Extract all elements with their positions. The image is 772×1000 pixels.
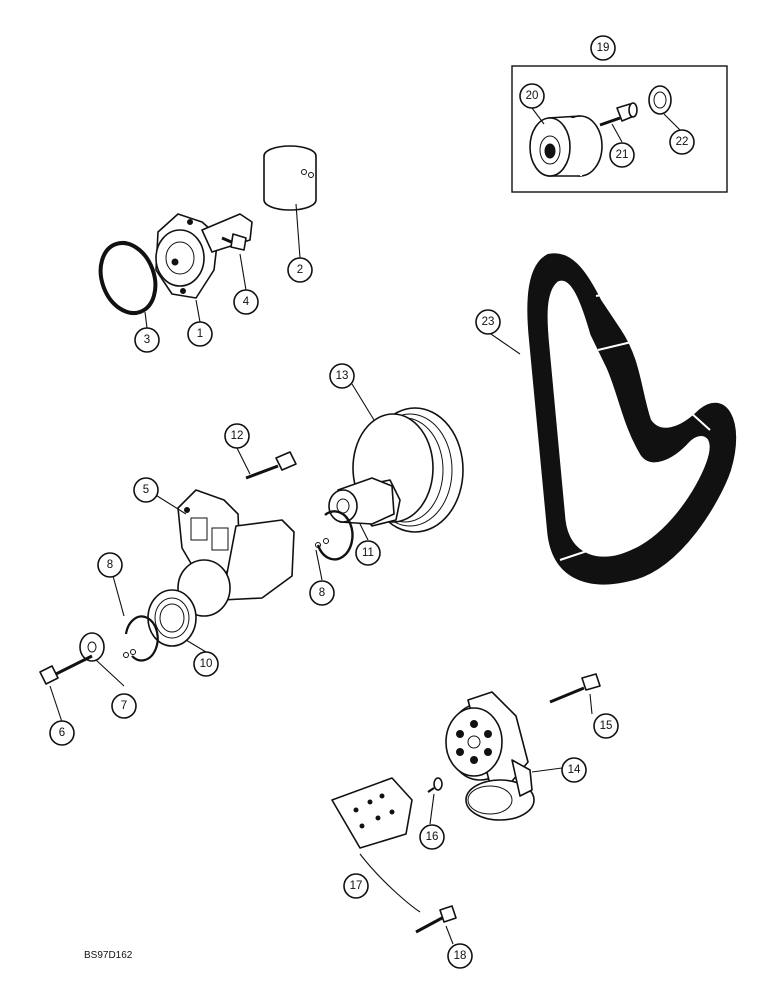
callout-23: 23 [475, 309, 501, 335]
sleeve [263, 145, 317, 211]
water-pump [155, 213, 253, 299]
serpentine-belt [527, 253, 737, 585]
callout-14: 14 [561, 757, 587, 783]
pulley-shaft [328, 477, 395, 525]
callout-8-lower: 8 [97, 552, 123, 578]
svg-text:19: 19 [597, 42, 610, 54]
idler-pulley [529, 115, 603, 177]
callout-20: 20 [519, 83, 545, 109]
svg-text:15: 15 [600, 720, 613, 732]
callout-15: 15 [593, 713, 619, 739]
belt-tensioner [445, 691, 535, 821]
leader-lines [49, 107, 681, 945]
snap-ring-lower [123, 615, 159, 662]
svg-text:10: 10 [200, 658, 213, 670]
callout-12: 12 [224, 423, 250, 449]
o-ring [98, 241, 158, 315]
callout-3: 3 [134, 327, 160, 353]
callout-21: 21 [609, 142, 635, 168]
svg-text:14: 14 [568, 764, 581, 776]
svg-text:16: 16 [426, 831, 439, 843]
svg-text:23: 23 [482, 316, 495, 328]
svg-text:18: 18 [454, 950, 467, 962]
callout-5: 5 [133, 477, 159, 503]
callout-4: 4 [233, 289, 259, 315]
svg-text:11: 11 [362, 547, 374, 559]
svg-text:12: 12 [231, 430, 244, 442]
callout-2: 2 [287, 257, 313, 283]
svg-text:7: 7 [121, 700, 127, 712]
svg-text:2: 2 [297, 264, 303, 276]
svg-text:3: 3 [144, 334, 150, 346]
svg-text:6: 6 [59, 727, 65, 739]
bolt [39, 654, 93, 685]
bearing [147, 589, 197, 647]
svg-text:5: 5 [143, 484, 149, 496]
idler-washer [648, 85, 672, 115]
svg-text:8: 8 [319, 587, 325, 599]
idler-bolt [599, 102, 638, 127]
callout-17: 17 [343, 873, 369, 899]
svg-text:1: 1 [197, 328, 203, 340]
svg-text:17: 17 [350, 880, 363, 892]
callout-22: 22 [669, 129, 695, 155]
callout-11: 11 [355, 540, 381, 566]
mounting-bracket [331, 777, 413, 849]
callout-19: 19 [590, 35, 616, 61]
callout-13: 13 [329, 363, 355, 389]
callout-6: 6 [49, 720, 75, 746]
svg-text:22: 22 [676, 136, 689, 148]
callout-7: 7 [111, 693, 137, 719]
svg-text:8: 8 [107, 559, 113, 571]
callout-10: 10 [193, 651, 219, 677]
svg-text:20: 20 [526, 90, 539, 102]
callout-8-upper: 8 [309, 580, 335, 606]
pump-bolt [221, 233, 247, 251]
callout-1: 1 [187, 321, 213, 347]
idler-housing [177, 489, 295, 617]
callouts: 1 2 3 4 5 6 7 8 8 10 11 12 13 14 15 16 1… [49, 35, 695, 969]
snap-ring-upper [315, 510, 354, 561]
bracket-screw [427, 777, 443, 793]
svg-text:4: 4 [243, 296, 250, 308]
svg-text:21: 21 [616, 149, 629, 161]
tensioner-bolt [549, 673, 601, 704]
drawing-code: BS97D162 [84, 950, 133, 961]
parts-artwork [39, 65, 737, 934]
pulley-bolt [245, 451, 297, 480]
callout-18: 18 [447, 943, 473, 969]
bracket-bolt [415, 905, 457, 934]
svg-text:13: 13 [336, 370, 349, 382]
callout-16: 16 [419, 824, 445, 850]
washer [79, 632, 105, 662]
idler-kit-box [511, 65, 728, 193]
